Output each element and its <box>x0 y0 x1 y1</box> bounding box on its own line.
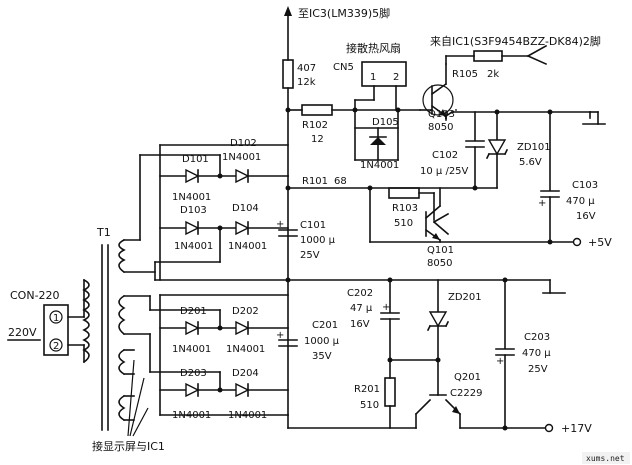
svg-text:D102: D102 <box>230 138 257 149</box>
svg-text:25V: 25V <box>300 250 320 261</box>
diode-d105: D105 1N4001 <box>354 117 399 171</box>
svg-text:1000 μ: 1000 μ <box>300 235 336 246</box>
svg-text:47 μ: 47 μ <box>350 303 373 314</box>
upper-section: R102 12 接散热风扇 CN5 1 2 D105 1N4001 <box>276 34 612 416</box>
svg-text:12: 12 <box>311 134 324 145</box>
watermark: xums.net <box>586 454 625 463</box>
svg-text:D105: D105 <box>372 117 399 128</box>
svg-text:+: + <box>538 198 546 209</box>
svg-text:+: + <box>276 219 284 230</box>
svg-text:D103: D103 <box>180 205 207 216</box>
svg-text:C101: C101 <box>300 220 326 231</box>
svg-text:D204: D204 <box>232 368 259 379</box>
svg-text:8050: 8050 <box>428 122 453 133</box>
svg-text:T1: T1 <box>96 226 111 239</box>
svg-text:R102: R102 <box>302 120 328 131</box>
svg-text:1: 1 <box>53 313 59 324</box>
svg-text:Q201: Q201 <box>454 372 481 383</box>
svg-text:D104: D104 <box>232 203 259 214</box>
svg-text:C102: C102 <box>432 150 458 161</box>
svg-text:C203: C203 <box>524 332 550 343</box>
svg-text:C103: C103 <box>572 180 598 191</box>
svg-text:12k: 12k <box>297 77 316 88</box>
display-note: 接显示屏与IC1 <box>92 440 165 453</box>
svg-text:220V: 220V <box>8 326 37 339</box>
ic1-note: 来自IC1(S3F9454BZZ-DK84)2脚 <box>430 34 601 48</box>
svg-text:C202: C202 <box>347 288 373 299</box>
svg-text:1N4001: 1N4001 <box>172 344 211 355</box>
svg-text:510: 510 <box>360 400 379 411</box>
svg-text:ZD201: ZD201 <box>448 292 482 303</box>
svg-text:35V: 35V <box>312 351 332 362</box>
svg-text:68: 68 <box>334 176 347 187</box>
cn5-connector <box>361 61 407 87</box>
capacitor-c102: C102 10 μ /25V <box>420 111 485 189</box>
arrow-up-icon <box>284 6 292 16</box>
svg-text:1N4001: 1N4001 <box>222 152 261 163</box>
svg-text:R201: R201 <box>354 384 380 395</box>
svg-text:Q101: Q101 <box>427 245 454 256</box>
capacitor-c103: + C103 470 μ 16V <box>538 111 598 243</box>
bridge-2: D201 D202 1N4001 1N4001 D203 D204 1N4001… <box>149 294 289 421</box>
output-17v: +17V <box>561 422 592 435</box>
capacitor-c101: + C101 1000 μ 25V <box>276 219 336 261</box>
svg-text:+: + <box>276 330 284 341</box>
svg-text:5.6V: 5.6V <box>519 157 542 168</box>
svg-text:16V: 16V <box>350 319 370 330</box>
svg-text:2: 2 <box>393 72 399 83</box>
svg-text:CON-220: CON-220 <box>10 289 60 302</box>
svg-text:25V: 25V <box>528 364 548 375</box>
transistor-q101: Q101 8050 <box>418 187 454 269</box>
svg-text:470 μ: 470 μ <box>566 196 595 207</box>
svg-text:D101: D101 <box>182 154 209 165</box>
svg-text:C2229: C2229 <box>450 388 482 399</box>
svg-text:2: 2 <box>53 341 59 352</box>
svg-text:407: 407 <box>297 63 316 74</box>
transistor-q103: Q103 8050 <box>419 63 455 133</box>
resistor-r201 <box>384 377 396 407</box>
zener-zd101: ZD101 5.6V <box>485 111 551 189</box>
svg-text:+: + <box>382 302 390 313</box>
resistor-r103 <box>388 187 420 199</box>
ic3-note: 至IC3(LM339)5脚 <box>298 6 390 20</box>
mains-plug: CON-220 1 2 220V <box>7 279 85 363</box>
svg-text:2k: 2k <box>487 69 499 80</box>
bridge-1: D101 D102 1N4001 1N4001 D103 D104 1N4001… <box>139 138 289 281</box>
capacitor-c201: + C201 1000 μ 35V <box>276 320 340 362</box>
svg-text:R105: R105 <box>452 69 478 80</box>
svg-text:C201: C201 <box>312 320 338 331</box>
resistor-r102 <box>301 104 333 116</box>
svg-text:470 μ: 470 μ <box>522 348 551 359</box>
fan-label: 接散热风扇 <box>346 41 401 55</box>
svg-text:+: + <box>496 356 504 367</box>
svg-text:1N4001: 1N4001 <box>226 344 265 355</box>
svg-text:Q103: Q103 <box>428 109 455 120</box>
svg-text:ZD101: ZD101 <box>517 142 551 153</box>
svg-text:8050: 8050 <box>427 258 452 269</box>
svg-text:D203: D203 <box>180 368 207 379</box>
svg-text:D202: D202 <box>232 306 259 317</box>
transformer-t1: T1 接显示屏与IC1 <box>82 226 165 453</box>
output-5v: +5V <box>588 236 612 249</box>
ground-rail <box>154 277 566 294</box>
ic3-feed: 至IC3(LM339)5脚 <box>284 6 390 61</box>
svg-text:1N4001: 1N4001 <box>360 160 399 171</box>
svg-text:1000 μ: 1000 μ <box>304 336 340 347</box>
regulator-17v: + C202 47 μ 16V ZD201 R201 510 Q201 C222… <box>287 279 592 435</box>
svg-text:D201: D201 <box>180 306 207 317</box>
svg-text:1: 1 <box>370 72 376 83</box>
resistor-r105 <box>473 50 503 62</box>
svg-text:1N4001: 1N4001 <box>172 192 211 203</box>
svg-text:R103: R103 <box>392 203 418 214</box>
svg-text:CN5: CN5 <box>333 62 354 73</box>
svg-text:1N4001: 1N4001 <box>228 241 267 252</box>
svg-text:10 μ /25V: 10 μ /25V <box>420 166 469 177</box>
resistor-407: 407 12k <box>282 59 316 111</box>
svg-text:1N4001: 1N4001 <box>174 241 213 252</box>
svg-text:510: 510 <box>394 218 413 229</box>
svg-text:16V: 16V <box>576 211 596 222</box>
svg-text:R101: R101 <box>302 176 328 187</box>
